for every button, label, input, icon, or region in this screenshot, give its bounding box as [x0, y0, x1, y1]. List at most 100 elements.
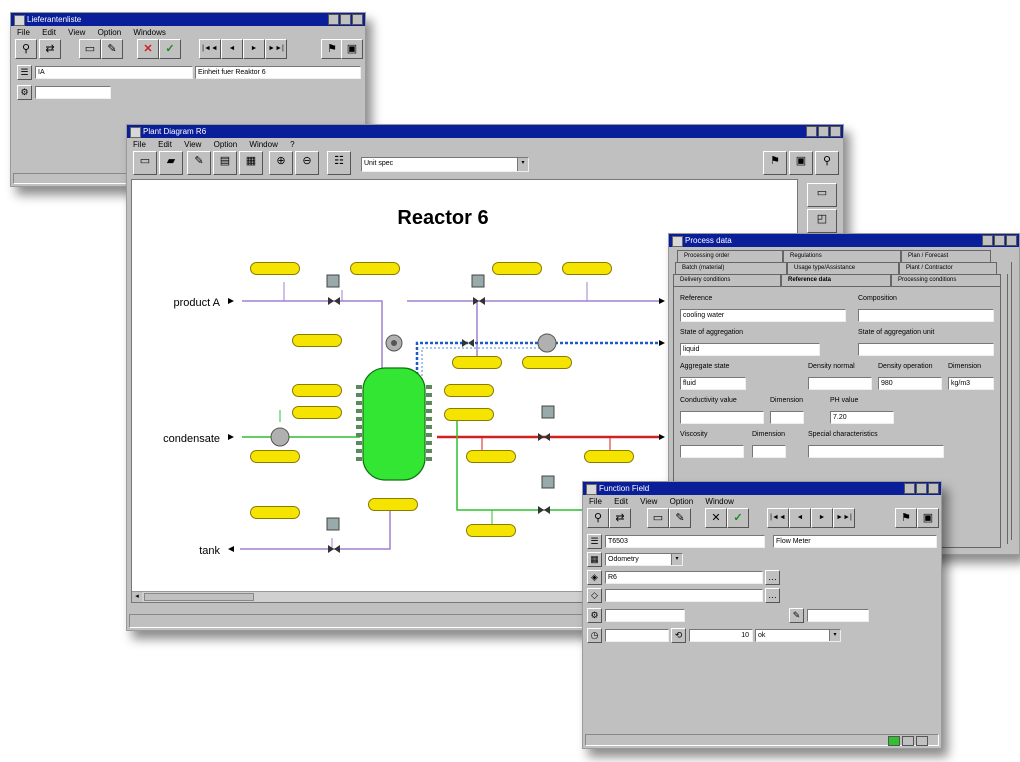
tab-plant-contractor[interactable]: Plant / Contractor [899, 262, 997, 274]
actuator-2[interactable] [471, 274, 485, 288]
properties-icon[interactable]: ☷ [327, 151, 351, 175]
scroll-thumb[interactable] [144, 593, 254, 601]
menu-edit[interactable]: Edit [42, 28, 56, 37]
state-of-aggregation-field[interactable]: liquid [680, 343, 820, 356]
reference-field[interactable]: cooling water [680, 309, 846, 322]
wizard-icon[interactable]: ⚑ [321, 39, 343, 59]
instrument-tag[interactable] [292, 384, 342, 397]
instrument-tag[interactable] [466, 450, 516, 463]
attribute-field[interactable] [35, 86, 111, 99]
menu-view[interactable]: View [640, 497, 658, 506]
close-button[interactable] [928, 483, 939, 494]
title-bar[interactable]: Process data [669, 234, 1019, 247]
next-record-button[interactable]: ► [243, 39, 265, 59]
minimize-button[interactable] [328, 14, 339, 25]
previous-record-button[interactable]: ◄ [221, 39, 243, 59]
wizard-icon[interactable]: ⚑ [763, 151, 787, 175]
chevron-down-icon[interactable]: ▾ [517, 158, 528, 171]
menu-file[interactable]: File [17, 28, 30, 37]
maximize-button[interactable] [340, 14, 351, 25]
location-icon[interactable]: ◈ [587, 570, 602, 585]
tab-processing-order[interactable]: Processing order [677, 250, 783, 262]
chevron-down-icon[interactable]: ▾ [671, 554, 682, 565]
zoom-out-icon[interactable]: ⊖ [295, 151, 319, 175]
instrument-tag[interactable] [584, 450, 634, 463]
quantity-field[interactable]: 10 [689, 629, 753, 642]
instrument-tag[interactable] [444, 408, 494, 421]
attribute-2-field[interactable] [807, 609, 869, 622]
tab-processing-conditions[interactable]: Processing conditions [891, 274, 1001, 286]
menu-window[interactable]: Window [249, 140, 278, 149]
close-button[interactable] [830, 126, 841, 137]
confirm-icon[interactable]: ✓ [159, 39, 181, 59]
conductivity-value-field[interactable] [680, 411, 764, 424]
pump-cooling[interactable] [537, 333, 557, 353]
viscosity-field[interactable] [680, 445, 744, 458]
instrument-tag[interactable] [350, 262, 400, 275]
item-code-field[interactable]: IA [35, 66, 193, 79]
menu-view[interactable]: View [68, 28, 86, 37]
measure-icon[interactable]: ⟲ [671, 628, 686, 643]
instrument-tag[interactable] [444, 384, 494, 397]
reference-lookup-button[interactable]: … [765, 588, 780, 603]
title-bar[interactable]: Plant Diagram R6 [127, 125, 843, 138]
close-button[interactable] [352, 14, 363, 25]
title-bar[interactable]: Function Field [583, 482, 941, 495]
menu-view[interactable]: View [184, 140, 202, 149]
title-bar[interactable]: Lieferantenliste [11, 13, 365, 26]
function-icon[interactable]: ☰ [587, 534, 602, 549]
instrument-tag[interactable] [250, 450, 300, 463]
horizontal-scrollbar[interactable]: ◂ [132, 591, 797, 602]
instrument-tag[interactable] [292, 406, 342, 419]
instrument-tag[interactable] [368, 498, 418, 511]
pencil-icon[interactable]: ✎ [187, 151, 211, 175]
state-of-aggregation-unit-field[interactable] [858, 343, 994, 356]
menu-window[interactable]: Window [705, 497, 734, 506]
valves[interactable] [328, 297, 550, 553]
new-document-icon[interactable]: ▭ [647, 508, 669, 528]
instrument-tag[interactable] [250, 506, 300, 519]
minimize-button[interactable] [904, 483, 915, 494]
location-field[interactable]: R6 [605, 571, 763, 584]
menu-edit[interactable]: Edit [158, 140, 172, 149]
window-icon[interactable]: ▣ [341, 39, 363, 59]
window-icon[interactable]: ▣ [789, 151, 813, 175]
scroll-left-button[interactable]: ◂ [132, 592, 142, 602]
delete-icon[interactable]: ✕ [705, 508, 727, 528]
open-folder-icon[interactable]: ▰ [159, 151, 183, 175]
reference-field[interactable] [605, 589, 763, 602]
special-characteristics-field[interactable] [808, 445, 944, 458]
menu-windows[interactable]: Windows [133, 28, 166, 37]
minimize-button[interactable] [982, 235, 993, 246]
zoom-in-icon[interactable]: ⊕ [269, 151, 293, 175]
lookup-icon[interactable]: ☰ [17, 65, 32, 80]
new-document-icon[interactable]: ▭ [133, 151, 157, 175]
menu-option[interactable]: Option [669, 497, 694, 506]
delete-icon[interactable]: ✕ [137, 39, 159, 59]
attribute-icon[interactable]: ⚙ [17, 85, 32, 100]
link-icon[interactable]: ⇄ [39, 39, 61, 59]
actuator-4[interactable] [541, 475, 555, 489]
actuator-1[interactable] [326, 274, 340, 288]
dimension-field[interactable]: kg/m3 [948, 377, 994, 390]
maximize-button[interactable] [818, 126, 829, 137]
tab-plan-forecast[interactable]: Plan / Forecast [901, 250, 991, 262]
first-record-button[interactable]: |◄◄ [767, 508, 789, 528]
pump-condensate[interactable] [270, 427, 290, 447]
ph-value-field[interactable]: 7.20 [830, 411, 894, 424]
link-icon[interactable]: ⇄ [609, 508, 631, 528]
composition-field[interactable] [858, 309, 994, 322]
tab-regulations[interactable]: Regulations [783, 250, 901, 262]
last-record-button[interactable]: ►►| [833, 508, 855, 528]
category-select[interactable]: Odometry ▾ [605, 553, 683, 566]
tab-reference-data[interactable]: Reference data [781, 274, 891, 286]
tree-icon[interactable]: ⚲ [15, 39, 37, 59]
first-record-button[interactable]: |◄◄ [199, 39, 221, 59]
menu-file[interactable]: File [133, 140, 146, 149]
instrument-tag[interactable] [522, 356, 572, 369]
status-select[interactable]: ok ▾ [755, 629, 841, 642]
tree-icon[interactable]: ⚲ [815, 151, 839, 175]
attribute-icon[interactable]: ⚙ [587, 608, 602, 623]
previous-record-button[interactable]: ◄ [789, 508, 811, 528]
time-field[interactable] [605, 629, 669, 642]
